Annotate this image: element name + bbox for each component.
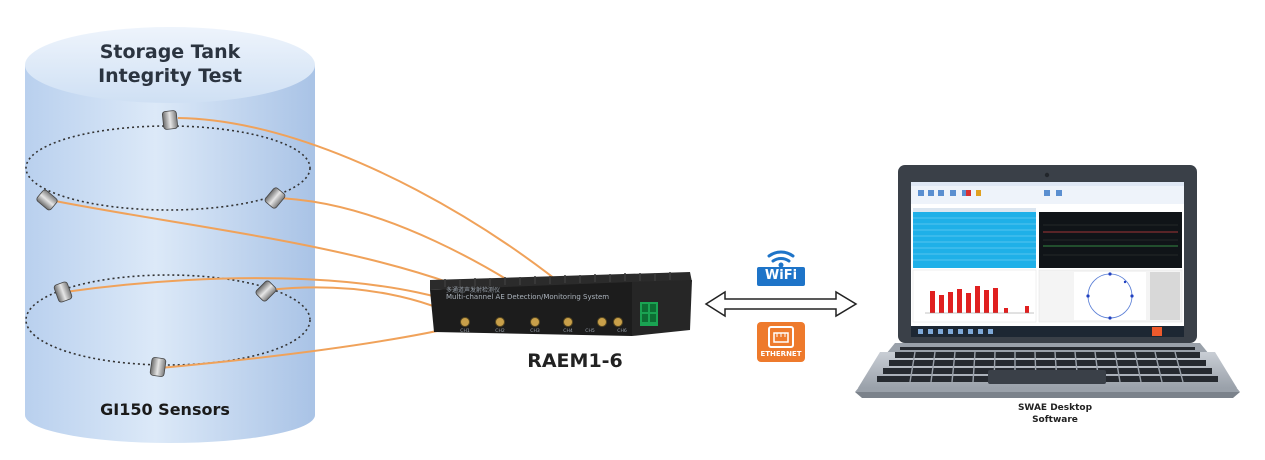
channel-label: CH6 (617, 328, 627, 334)
sensors-label: GI150 Sensors (100, 400, 230, 419)
device-panel-line1: 多通道声发射检测仪 (446, 287, 501, 294)
sensor-left-lower (53, 281, 73, 303)
channel-label: CH4 (563, 328, 573, 334)
wifi-icon (757, 250, 805, 286)
sensor-right-upper (264, 187, 286, 209)
touchpad (988, 370, 1106, 384)
laptop (855, 165, 1240, 398)
channel-connectors (460, 317, 623, 327)
lower-sensor-ring (25, 274, 311, 366)
device-label: RAEM1-6 (527, 350, 623, 372)
bidirectional-arrow-icon (704, 290, 858, 318)
software-label: SWAE Desktop Software (985, 402, 1125, 426)
ethernet-label: ETHERNET (760, 350, 802, 358)
channel-label: CH3 (530, 328, 540, 334)
sensor-top (161, 110, 179, 130)
sensor-right-lower (255, 280, 277, 302)
storage-tank (25, 27, 315, 443)
channel-label: CH2 (495, 328, 505, 334)
tank-title-line1: Storage Tank (99, 41, 241, 63)
software-label-line2: Software (1032, 415, 1078, 425)
channel-label: CH1 (460, 328, 470, 334)
sensor-left-upper (36, 189, 58, 211)
channel-label: CH5 (585, 328, 595, 334)
software-label-line1: SWAE Desktop (1017, 403, 1093, 413)
tank-title-line2: Integrity Test (98, 65, 242, 87)
device-panel-line2: Multi-channel AE Detection/Monitoring Sy… (446, 293, 610, 301)
sensor-bottom (149, 357, 167, 377)
raem-device: CH1 CH2 CH3 CH4 CH5 CH6 (430, 272, 692, 336)
ethernet-icon (757, 322, 805, 362)
tank-title: Storage Tank Integrity Test (70, 40, 270, 88)
wifi-label: WiFi (764, 268, 798, 283)
